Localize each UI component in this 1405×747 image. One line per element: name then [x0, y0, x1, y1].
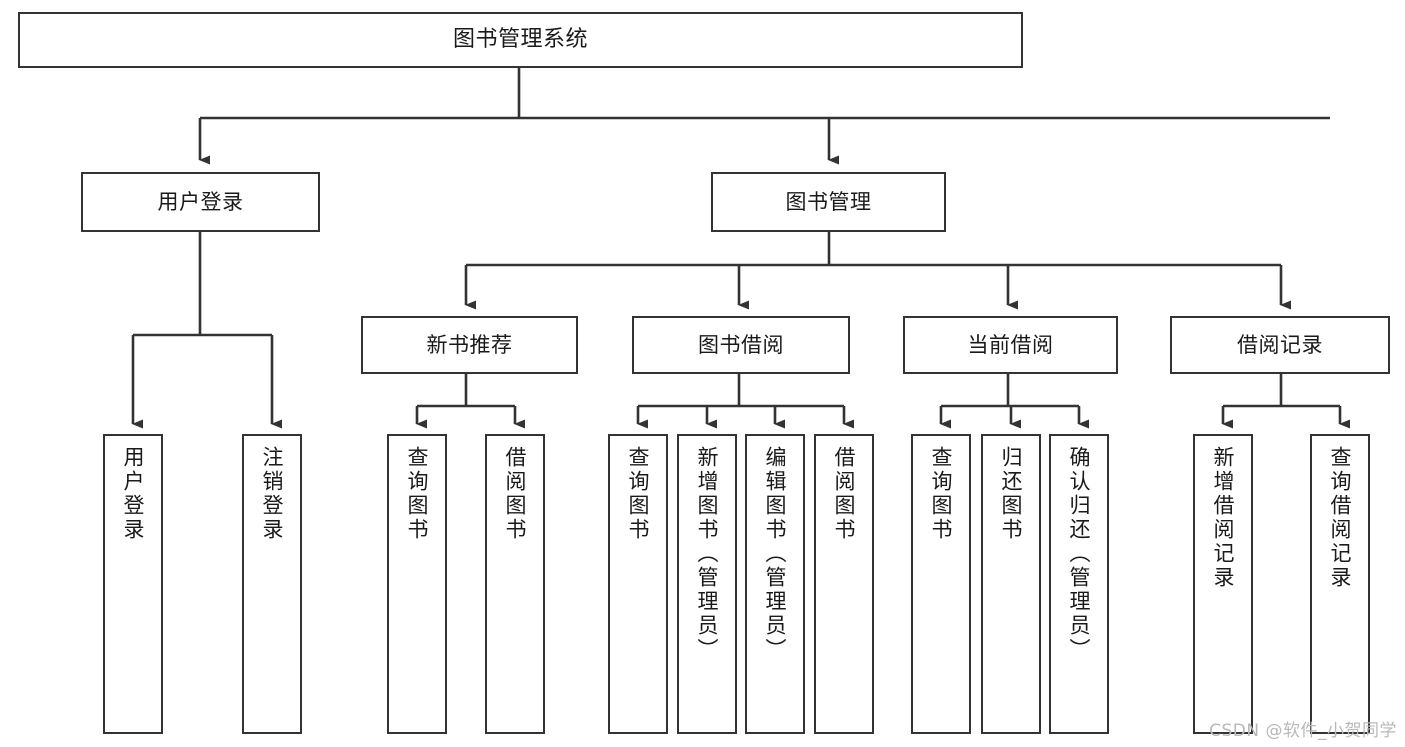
- node-leaf-confirm-return-label: 确认归还（管理员）: [1067, 446, 1092, 662]
- node-leaf-user-login-label: 用户登录: [121, 446, 146, 542]
- node-leaf-borrow-book-2-label: 借阅图书: [832, 446, 857, 542]
- node-leaf-add-record-label: 新增借阅记录: [1211, 446, 1236, 590]
- node-book-manage-label: 图书管理: [785, 189, 872, 214]
- node-leaf-add-book-label: 新增图书（管理员）: [695, 446, 720, 662]
- node-leaf-add-record[interactable]: 新增借阅记录: [1193, 434, 1253, 734]
- node-new-book-rec[interactable]: 新书推荐: [361, 316, 578, 374]
- csdn-watermark: CSDN @软件_小贺同学: [1209, 721, 1397, 741]
- node-leaf-query-record-label: 查询借阅记录: [1328, 446, 1353, 590]
- node-leaf-edit-book[interactable]: 编辑图书（管理员）: [745, 434, 805, 734]
- node-borrow-record-label: 借阅记录: [1237, 332, 1323, 357]
- node-user-login-label: 用户登录: [157, 189, 244, 214]
- node-leaf-query-record[interactable]: 查询借阅记录: [1310, 434, 1370, 734]
- node-leaf-return-book-label: 归还图书: [999, 446, 1024, 542]
- node-leaf-logout[interactable]: 注销登录: [242, 434, 302, 734]
- node-borrow-record[interactable]: 借阅记录: [1170, 316, 1390, 374]
- node-leaf-edit-book-label: 编辑图书（管理员）: [763, 446, 788, 662]
- node-current-borrow-label: 当前借阅: [967, 332, 1054, 357]
- node-book-manage[interactable]: 图书管理: [711, 172, 946, 232]
- node-new-book-rec-label: 新书推荐: [426, 332, 513, 357]
- node-user-login[interactable]: 用户登录: [81, 172, 320, 232]
- node-book-borrow[interactable]: 图书借阅: [632, 316, 850, 374]
- node-leaf-confirm-return[interactable]: 确认归还（管理员）: [1049, 434, 1109, 734]
- node-leaf-query-book-1-label: 查询图书: [405, 446, 430, 542]
- node-leaf-return-book[interactable]: 归还图书: [981, 434, 1041, 734]
- node-leaf-logout-label: 注销登录: [260, 446, 285, 542]
- node-leaf-borrow-book-2[interactable]: 借阅图书: [814, 434, 874, 734]
- node-leaf-add-book[interactable]: 新增图书（管理员）: [677, 434, 737, 734]
- node-leaf-query-book-1[interactable]: 查询图书: [387, 434, 447, 734]
- node-root[interactable]: 图书管理系统: [18, 12, 1023, 68]
- node-leaf-user-login[interactable]: 用户登录: [103, 434, 163, 734]
- node-leaf-borrow-book-1[interactable]: 借阅图书: [485, 434, 545, 734]
- node-leaf-query-book-2-label: 查询图书: [626, 446, 651, 542]
- node-leaf-query-book-3-label: 查询图书: [929, 446, 954, 542]
- node-book-borrow-label: 图书借阅: [698, 332, 784, 357]
- node-current-borrow[interactable]: 当前借阅: [903, 316, 1118, 374]
- node-leaf-query-book-2[interactable]: 查询图书: [608, 434, 668, 734]
- node-root-label: 图书管理系统: [452, 27, 588, 53]
- node-leaf-borrow-book-1-label: 借阅图书: [503, 446, 528, 542]
- node-leaf-query-book-3[interactable]: 查询图书: [911, 434, 971, 734]
